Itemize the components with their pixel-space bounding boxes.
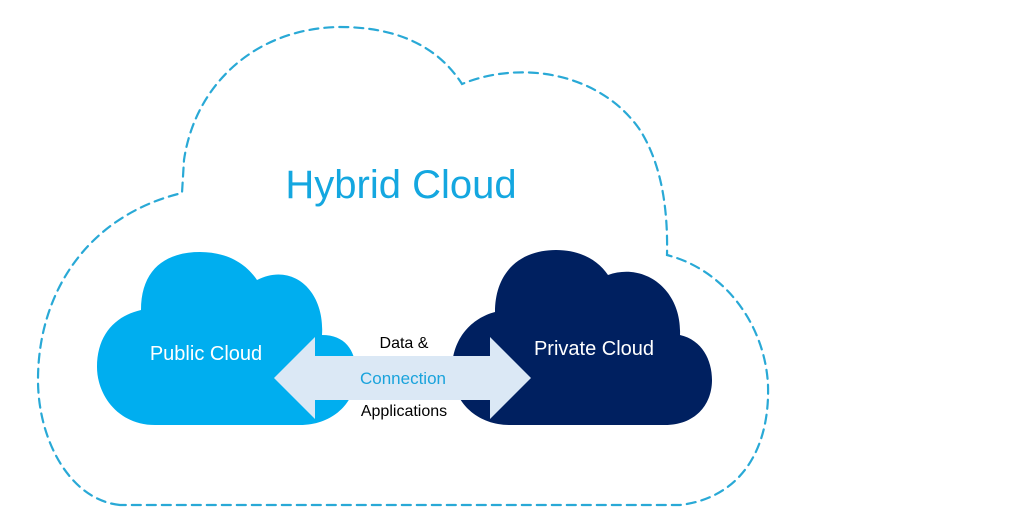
connector-center-label: Connection xyxy=(360,369,446,388)
connector-top-label: Data & xyxy=(380,335,429,352)
private-cloud-label: Private Cloud xyxy=(534,338,654,360)
bidirectional-arrow xyxy=(274,337,531,419)
hybrid-cloud-outline xyxy=(36,25,770,507)
diagram-title: Hybrid Cloud xyxy=(285,163,516,207)
connector-bottom-label: Applications xyxy=(361,403,447,420)
public-cloud-label: Public Cloud xyxy=(150,343,262,365)
